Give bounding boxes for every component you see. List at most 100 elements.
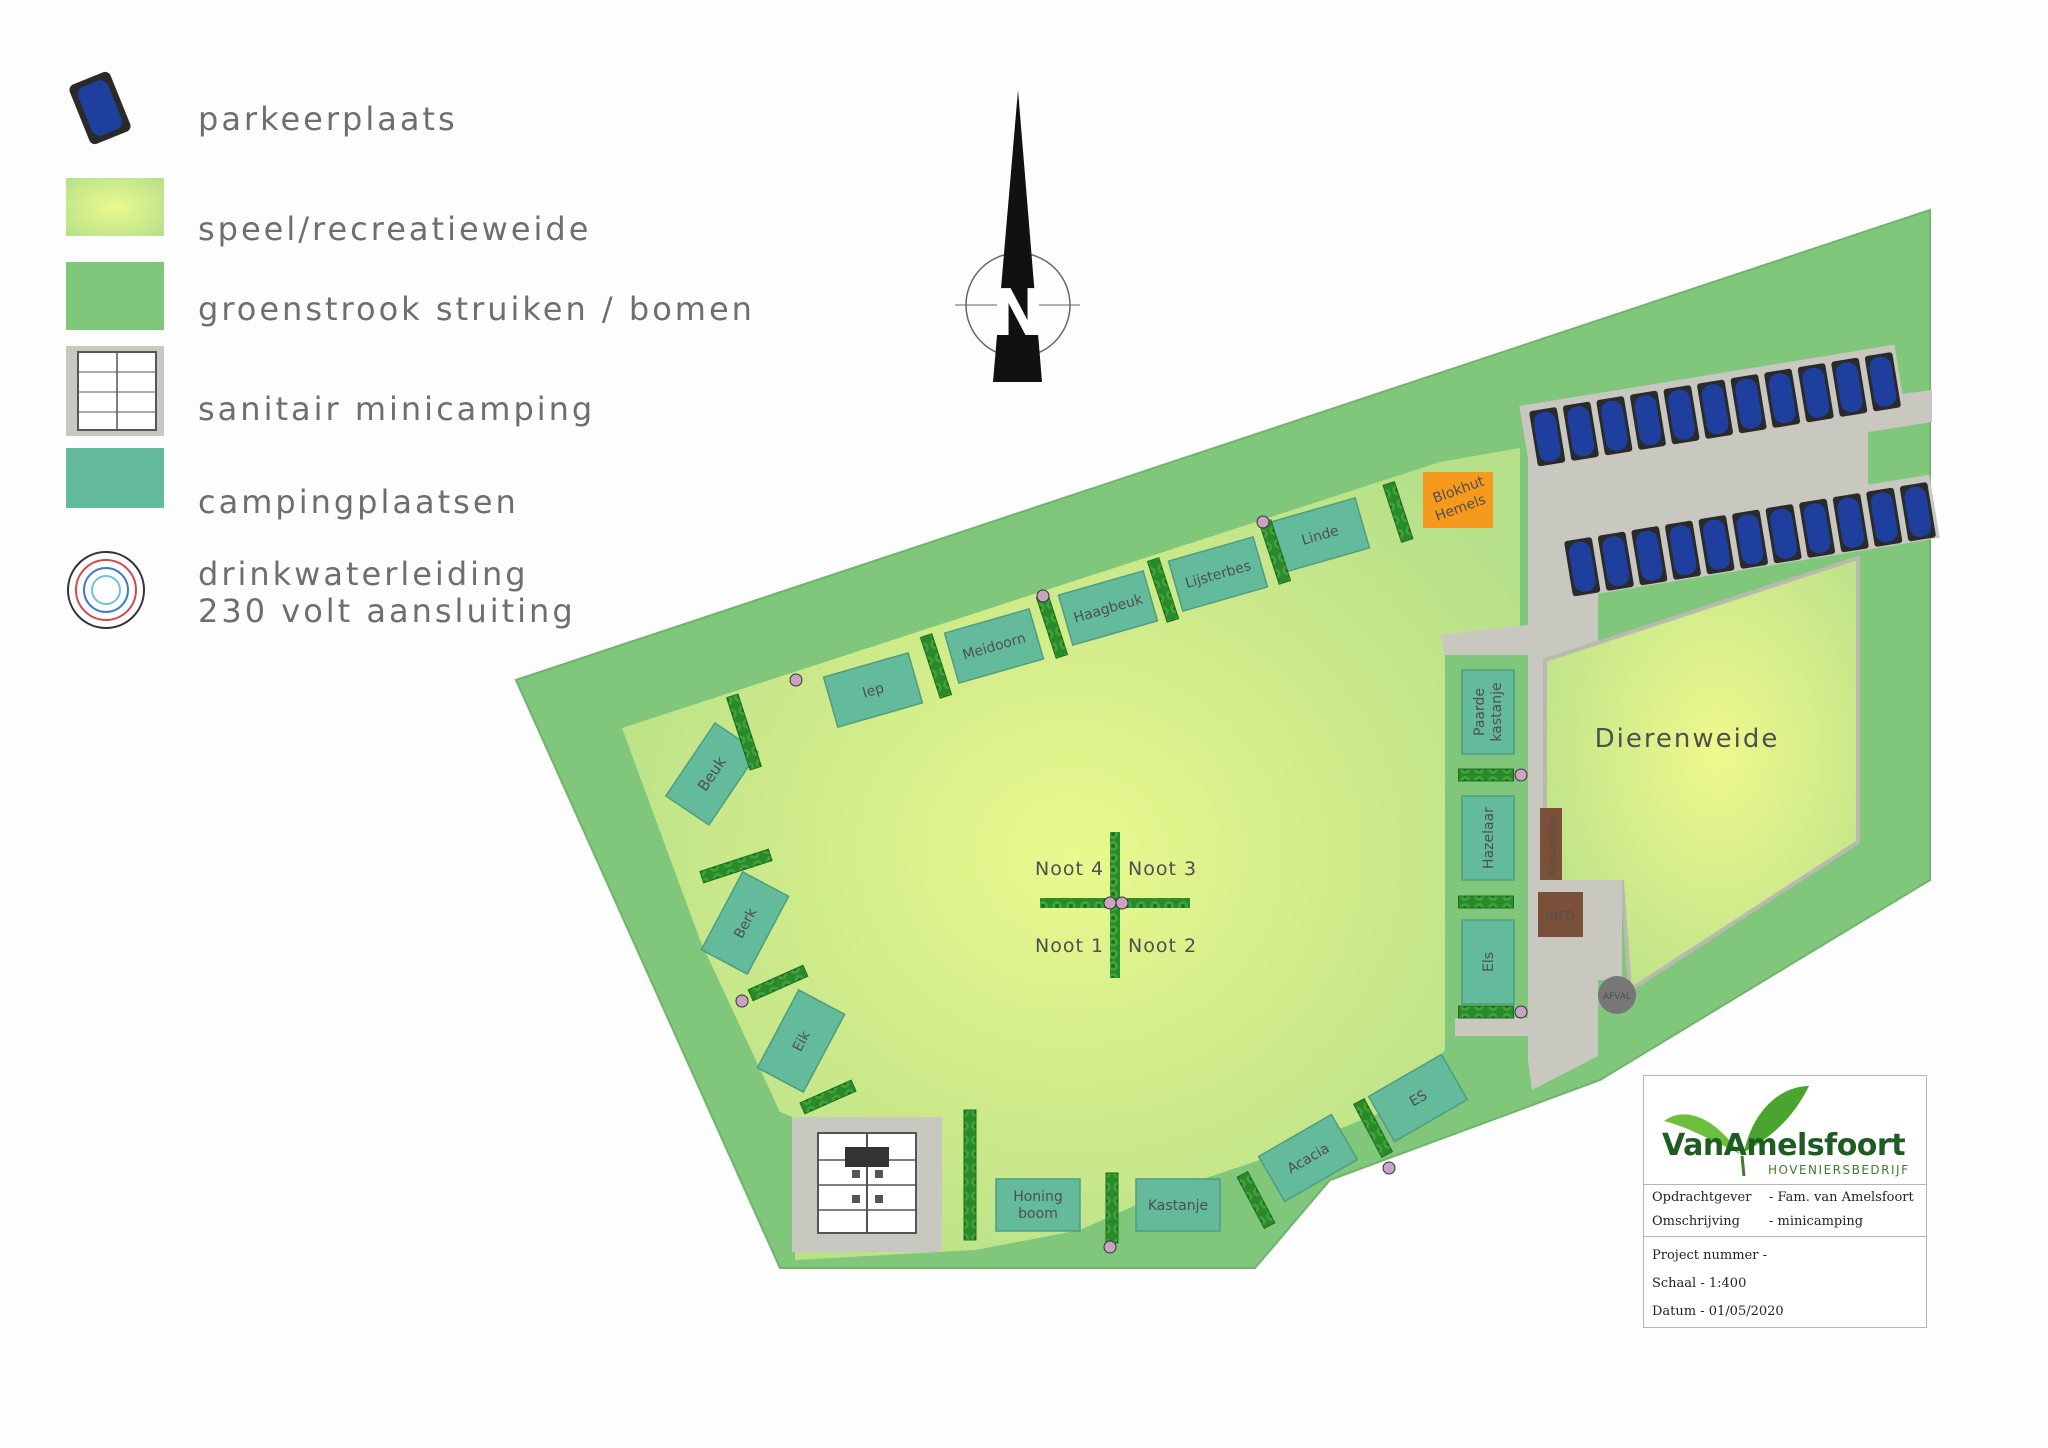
path-branch xyxy=(1440,625,1528,655)
path-stub xyxy=(1455,1018,1528,1036)
bike-shed-label: Fietsstalling xyxy=(1548,817,1559,876)
noot-1-label: Noot 1 xyxy=(1035,935,1104,957)
connection-point xyxy=(735,994,749,1008)
plot-label-group: Iep xyxy=(861,680,886,701)
bike-shed xyxy=(1540,808,1562,880)
parking-car xyxy=(1799,498,1836,558)
info-label: INFO xyxy=(1546,909,1575,923)
north-arrow: N xyxy=(955,90,1080,382)
brand-subtitle: HOVENIERSBEDRIJF xyxy=(1768,1163,1910,1177)
camping-plot xyxy=(943,607,1045,685)
parking-car xyxy=(1596,396,1633,456)
parking-car xyxy=(1631,526,1668,586)
plot-label-group: ES xyxy=(1407,1087,1430,1110)
legend-swatch-water xyxy=(67,551,145,629)
parking-car xyxy=(1564,537,1601,597)
legend-play: speel/recreatieweide xyxy=(198,210,592,248)
brand-name: VanAmelsfoort xyxy=(1662,1128,1906,1163)
legend-swatch-green xyxy=(66,262,164,330)
plot-label-paarde_2: kastanje xyxy=(1489,682,1505,741)
client-row: Opdrachtgever - Fam. van Amelsfoort xyxy=(1652,1190,1914,1205)
sanitary-building xyxy=(792,1117,942,1252)
hedge xyxy=(1105,1172,1119,1244)
parking-cars xyxy=(1529,352,1936,597)
log-cabin: Blokhut Hemels xyxy=(1423,472,1493,528)
plot-label-paarde_1: Paarde xyxy=(1472,688,1488,736)
hedge xyxy=(799,1079,857,1115)
date: Datum - 01/05/2020 xyxy=(1652,1304,1784,1319)
waste-point xyxy=(1598,976,1636,1014)
camping-plot xyxy=(756,988,846,1094)
camping-plot xyxy=(1367,1053,1469,1143)
camping-plot xyxy=(1135,1178,1221,1232)
hedge xyxy=(1458,768,1514,782)
camping-plots xyxy=(664,496,1515,1232)
title-block: VanAmelsfoort HOVENIERSBEDRIJF Opdrachtg… xyxy=(1643,1075,1927,1328)
noot-3-label: Noot 3 xyxy=(1128,858,1197,880)
camping-plot xyxy=(1461,919,1515,1005)
hedge xyxy=(1352,1098,1394,1158)
parking-car xyxy=(1665,520,1701,580)
parking-car xyxy=(1832,493,1869,553)
parking-car xyxy=(1529,407,1566,467)
parking-car xyxy=(1562,401,1599,461)
legend-swatch-parking xyxy=(69,71,131,145)
description-value: - minicamping xyxy=(1769,1214,1864,1229)
plot-label-els: Els xyxy=(1481,952,1497,972)
connection-point xyxy=(1514,768,1528,782)
nut-trees-cross xyxy=(1040,832,1190,978)
parking-car xyxy=(1899,482,1936,542)
animal-meadow-label: Dierenweide xyxy=(1595,724,1780,754)
legend-swatch-sanitary xyxy=(66,346,164,436)
plot-label-kastanje: Kastanje xyxy=(1148,1198,1208,1214)
parking-car xyxy=(1797,363,1834,423)
camping-plot xyxy=(1257,1113,1359,1203)
camping-plot xyxy=(1461,669,1515,755)
project-number: Project nummer - xyxy=(1652,1248,1767,1263)
noot-4-label: Noot 4 xyxy=(1035,858,1104,880)
parking-car xyxy=(1597,531,1634,591)
leaf-icon xyxy=(1664,1086,1809,1177)
description-row: Omschrijving - minicamping xyxy=(1652,1214,1863,1229)
legend-swatch-camping xyxy=(66,448,164,508)
connection-point xyxy=(1514,1005,1528,1019)
hedge xyxy=(747,964,809,1002)
camping-plot xyxy=(822,651,924,729)
plot-label-honing_2: boom xyxy=(1018,1206,1058,1222)
hedge xyxy=(1458,895,1514,909)
parking-car xyxy=(1630,390,1666,450)
client-label: Opdrachtgever xyxy=(1652,1190,1752,1205)
plot-label-group: Els xyxy=(1481,952,1497,972)
north-letter: N xyxy=(991,277,1045,351)
play-field xyxy=(622,448,1520,1260)
parking-car xyxy=(1831,357,1868,417)
legend-camping: campingplaatsen xyxy=(198,483,519,521)
hedge xyxy=(699,848,773,884)
parking-car xyxy=(1765,504,1802,564)
noot-2-label: Noot 2 xyxy=(1128,935,1197,957)
hedge xyxy=(1382,480,1414,544)
plot-label-group: Kastanje xyxy=(1148,1198,1208,1214)
camping-plot xyxy=(995,1178,1081,1232)
connection-point xyxy=(1256,515,1270,529)
client-value: - Fam. van Amelsfoort xyxy=(1769,1190,1914,1205)
parking-bay-row xyxy=(1564,482,1936,597)
connection-point xyxy=(789,673,803,687)
legend-power: 230 volt aansluiting xyxy=(198,592,576,630)
company-logo: VanAmelsfoort HOVENIERSBEDRIJF xyxy=(1644,1076,1926,1185)
connection-point xyxy=(1036,589,1050,603)
plot-label-group: Hazelaar xyxy=(1481,807,1497,869)
legend-sanitary: sanitair minicamping xyxy=(198,390,596,428)
info-building xyxy=(1538,892,1583,937)
parking-car xyxy=(1697,379,1733,439)
camping-plot xyxy=(700,870,790,976)
hedge xyxy=(919,633,953,699)
camping-plot xyxy=(1167,535,1269,613)
plot-label-honing_1: Honing xyxy=(1013,1189,1063,1205)
hedge xyxy=(1146,557,1180,623)
parking-car xyxy=(1730,374,1767,434)
legend-parking: parkeerplaats xyxy=(198,100,458,138)
hedge xyxy=(725,693,763,771)
hedges xyxy=(699,480,1514,1244)
